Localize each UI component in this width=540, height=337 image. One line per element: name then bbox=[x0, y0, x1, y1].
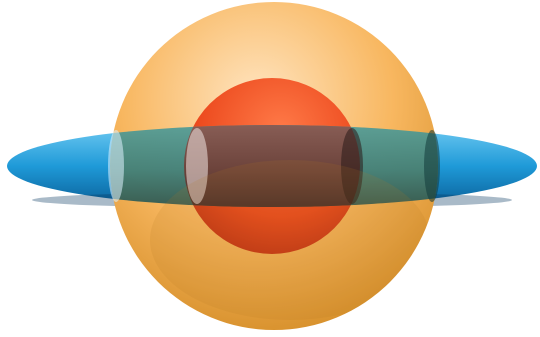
outer-left-section bbox=[108, 130, 124, 202]
outer-sphere-shade bbox=[150, 160, 430, 320]
outer-right-section bbox=[424, 130, 440, 202]
